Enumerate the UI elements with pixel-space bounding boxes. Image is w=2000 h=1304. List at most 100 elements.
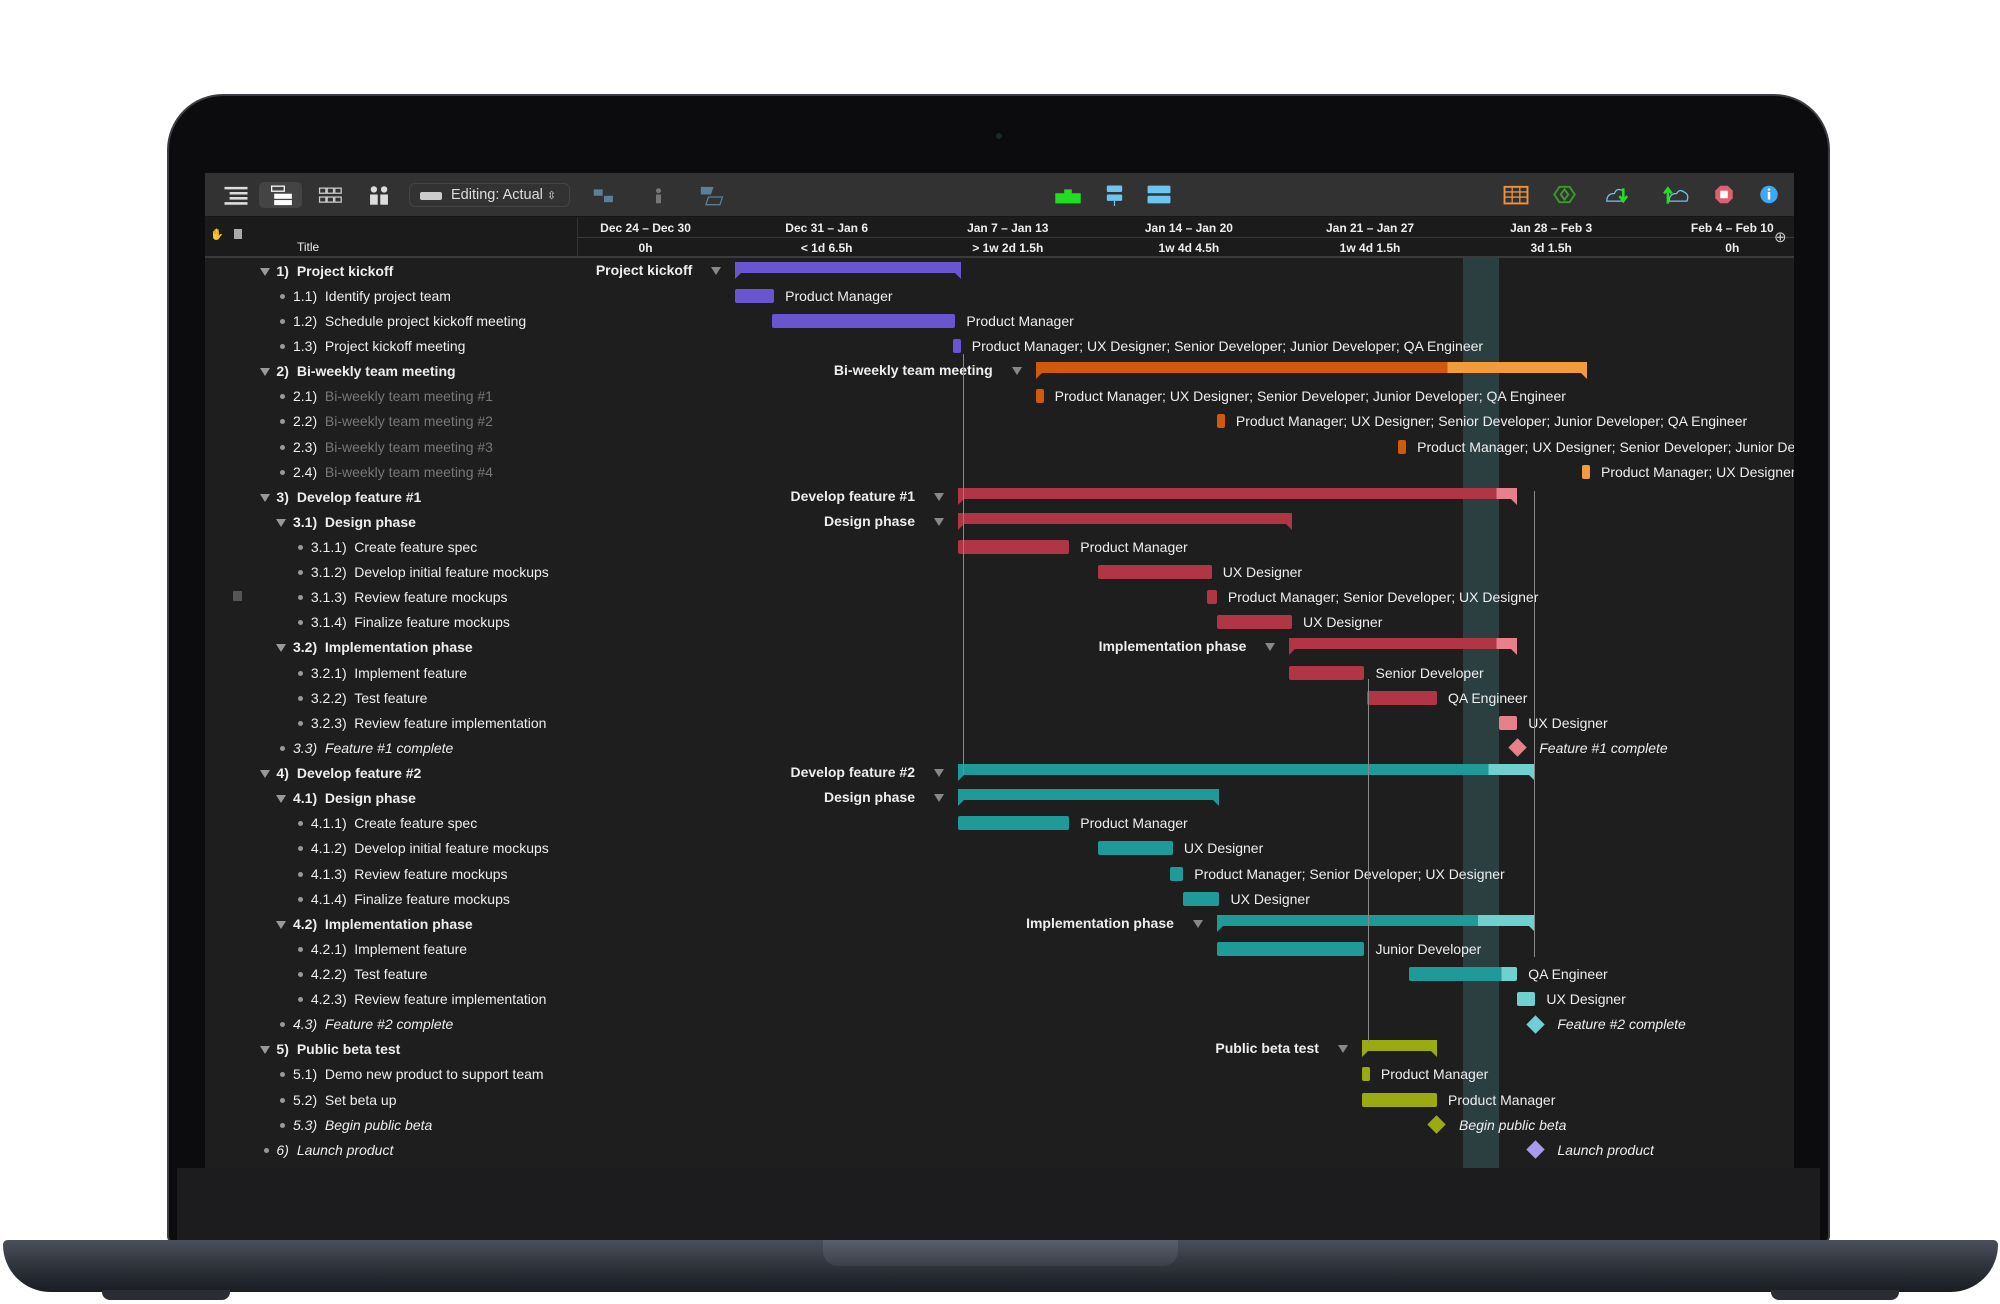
disclosure-triangle-icon[interactable] bbox=[276, 518, 287, 527]
milestone-diamond[interactable] bbox=[1427, 1115, 1447, 1134]
collapse-triangle-icon[interactable] bbox=[933, 794, 944, 803]
note-icon[interactable] bbox=[234, 229, 242, 239]
collapse-triangle-icon[interactable] bbox=[711, 266, 722, 275]
row-title[interactable]: Begin public beta bbox=[324, 1116, 433, 1133]
row-title[interactable]: Design phase bbox=[324, 513, 416, 530]
note-indicator-icon[interactable] bbox=[233, 591, 242, 601]
task-bar[interactable] bbox=[952, 339, 961, 354]
task-bar[interactable] bbox=[1499, 715, 1518, 730]
gantt-view-icon[interactable] bbox=[259, 182, 302, 208]
outline-row[interactable]: 2.1)Bi-weekly team meeting #1 bbox=[205, 384, 577, 408]
disclosure-triangle-icon[interactable] bbox=[259, 770, 270, 779]
outline-row[interactable]: 4.2)Implementation phase bbox=[205, 912, 577, 936]
task-bar[interactable] bbox=[1206, 590, 1217, 605]
row-title[interactable]: Review feature implementation bbox=[354, 991, 547, 1008]
outline-row[interactable]: 4.1.2)Develop initial feature mockups bbox=[205, 836, 577, 860]
task-bar[interactable] bbox=[771, 313, 956, 328]
outline-row[interactable]: 2.3)Bi-weekly team meeting #3 bbox=[205, 435, 577, 459]
outline-view-icon[interactable] bbox=[223, 183, 249, 206]
task-bar[interactable] bbox=[1216, 414, 1225, 429]
summary-bar[interactable] bbox=[1361, 1040, 1438, 1058]
outline-row[interactable]: 1)Project kickoff bbox=[205, 259, 577, 283]
task-bar[interactable] bbox=[1216, 615, 1292, 630]
split-task-icon[interactable] bbox=[697, 183, 725, 206]
row-title[interactable]: Bi-weekly team meeting bbox=[296, 363, 456, 380]
task-bar[interactable] bbox=[1581, 464, 1590, 479]
task-bar[interactable] bbox=[1183, 891, 1220, 906]
summary-bar[interactable] bbox=[957, 487, 1518, 505]
row-title[interactable]: Review feature mockups bbox=[354, 865, 508, 882]
zoom-in-icon[interactable]: ⊕ bbox=[1774, 229, 1787, 246]
row-title[interactable]: Bi-weekly team meeting #3 bbox=[324, 438, 493, 455]
outline-row[interactable]: 3.1.1)Create feature spec bbox=[205, 535, 577, 559]
indent-icon[interactable] bbox=[1103, 183, 1126, 206]
task-bar[interactable] bbox=[1170, 866, 1184, 881]
row-title[interactable]: Develop initial feature mockups bbox=[354, 564, 549, 581]
row-title[interactable]: Launch product bbox=[296, 1141, 394, 1158]
outline-row[interactable]: 4.3)Feature #2 complete bbox=[205, 1012, 577, 1036]
row-title[interactable]: Implement feature bbox=[354, 940, 468, 957]
title-column-header[interactable]: Title bbox=[297, 240, 320, 254]
row-title[interactable]: Create feature spec bbox=[354, 539, 478, 556]
summary-bar[interactable] bbox=[1035, 362, 1588, 380]
outline-row[interactable]: 1.3)Project kickoff meeting bbox=[205, 334, 577, 358]
collapse-triangle-icon[interactable] bbox=[1265, 643, 1276, 652]
milestone-diamond[interactable] bbox=[1526, 1140, 1545, 1159]
disclosure-triangle-icon[interactable] bbox=[259, 1046, 270, 1055]
disclosure-triangle-icon[interactable] bbox=[259, 267, 270, 276]
task-bar[interactable] bbox=[1216, 941, 1365, 956]
row-title[interactable]: Create feature spec bbox=[354, 815, 478, 832]
row-title[interactable]: Develop feature #2 bbox=[296, 765, 422, 782]
task-bar[interactable] bbox=[1398, 439, 1407, 454]
task-bar[interactable] bbox=[1517, 992, 1536, 1007]
outline-row[interactable]: 5.1)Demo new product to support team bbox=[205, 1062, 577, 1086]
row-title[interactable]: Project kickoff meeting bbox=[324, 338, 466, 355]
task-bar[interactable] bbox=[1097, 565, 1212, 580]
cloud-download-icon[interactable] bbox=[1603, 183, 1636, 206]
outline-row[interactable]: 3.2)Implementation phase bbox=[205, 635, 577, 659]
outline-row[interactable]: 3.1)Design phase bbox=[205, 510, 577, 534]
outline-row[interactable]: 5)Public beta test bbox=[205, 1037, 577, 1061]
outline-row[interactable]: 3.1.4)Finalize feature mockups bbox=[205, 610, 577, 634]
outline-row[interactable]: 3.2.1)Implement feature bbox=[205, 661, 577, 685]
hand-icon[interactable]: ✋ bbox=[210, 229, 224, 241]
outline-row[interactable]: 4.2.1)Implement feature bbox=[205, 937, 577, 961]
disclosure-triangle-icon[interactable] bbox=[276, 644, 287, 653]
outline-row[interactable]: 1.1)Identify project team bbox=[205, 284, 577, 308]
summary-bar[interactable] bbox=[1216, 914, 1536, 932]
outline-row[interactable]: 4.1.3)Review feature mockups bbox=[205, 862, 577, 886]
row-title[interactable]: Set beta up bbox=[324, 1091, 397, 1108]
task-bar[interactable] bbox=[1361, 1067, 1370, 1082]
info-icon[interactable] bbox=[1759, 183, 1779, 206]
row-title[interactable]: Develop initial feature mockups bbox=[354, 840, 549, 857]
summary-bar[interactable] bbox=[1289, 638, 1518, 656]
network-view-icon[interactable] bbox=[317, 183, 345, 206]
connect-tasks-icon[interactable] bbox=[591, 183, 617, 206]
catch-up-icon[interactable] bbox=[1145, 183, 1173, 206]
editing-mode-select[interactable]: Editing: Actual ⇳ bbox=[409, 183, 570, 207]
resource-view-icon[interactable] bbox=[366, 183, 392, 206]
row-title[interactable]: Implementation phase bbox=[324, 639, 473, 656]
row-title[interactable]: Finalize feature mockups bbox=[354, 614, 510, 631]
task-bar[interactable] bbox=[735, 288, 775, 303]
disclosure-triangle-icon[interactable] bbox=[276, 920, 287, 929]
row-title[interactable]: Identify project team bbox=[324, 287, 451, 304]
outline-row[interactable]: 4.1)Design phase bbox=[205, 786, 577, 810]
outline-row[interactable]: 4.1.1)Create feature spec bbox=[205, 811, 577, 835]
row-title[interactable]: Develop feature #1 bbox=[296, 488, 422, 505]
row-title[interactable]: Bi-weekly team meeting #4 bbox=[324, 463, 493, 480]
outline-row[interactable]: 3.1.3)Review feature mockups bbox=[205, 585, 577, 609]
task-bar[interactable] bbox=[1367, 690, 1437, 705]
collapse-triangle-icon[interactable] bbox=[1192, 919, 1203, 928]
row-title[interactable]: Test feature bbox=[354, 689, 428, 706]
row-title[interactable]: Public beta test bbox=[296, 1041, 401, 1058]
row-title[interactable]: Finalize feature mockups bbox=[354, 890, 510, 907]
row-title[interactable]: Feature #2 complete bbox=[324, 1016, 454, 1033]
row-title[interactable]: Test feature bbox=[354, 965, 428, 982]
outline-row[interactable]: 3.1.2)Develop initial feature mockups bbox=[205, 560, 577, 584]
outline-row[interactable]: 3.2.2)Test feature bbox=[205, 686, 577, 710]
outline-row[interactable]: 5.2)Set beta up bbox=[205, 1088, 577, 1112]
row-title[interactable]: Demo new product to support team bbox=[324, 1066, 544, 1083]
outline-row[interactable]: 2.2)Bi-weekly team meeting #2 bbox=[205, 409, 577, 433]
outline-row[interactable]: 4.2.3)Review feature implementation bbox=[205, 987, 577, 1011]
